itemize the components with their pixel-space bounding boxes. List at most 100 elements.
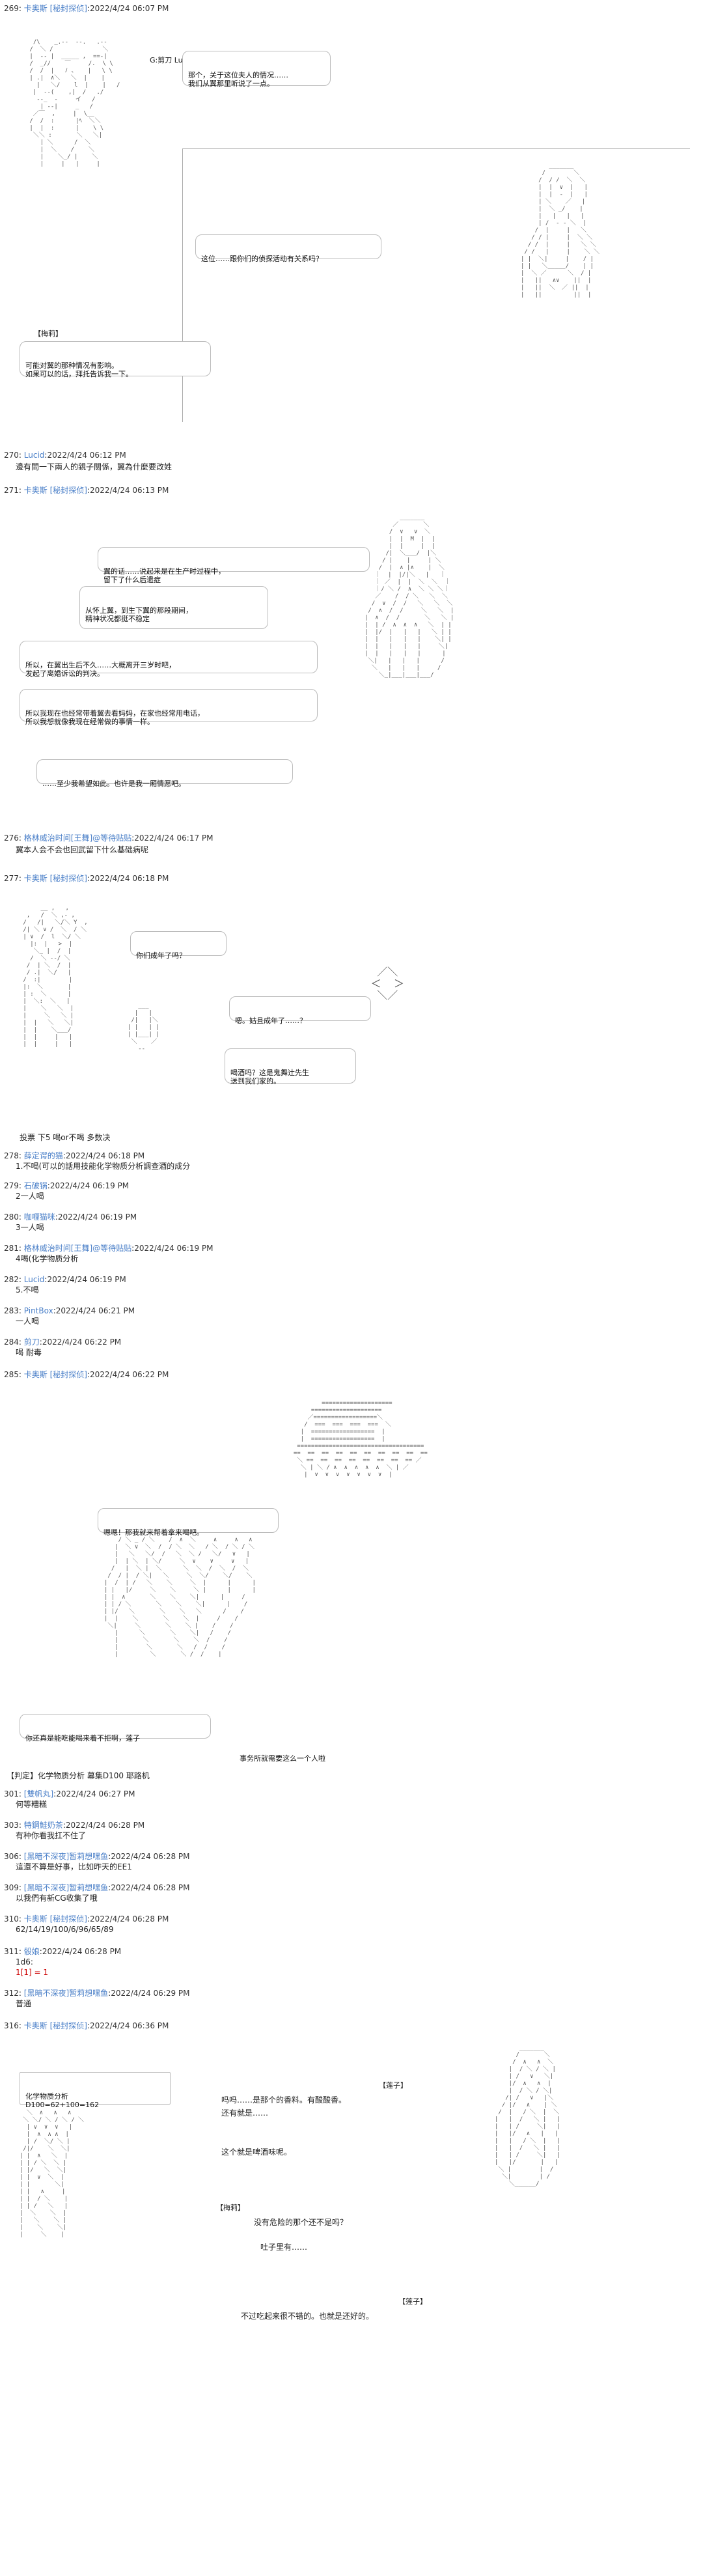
dice-result: 1[1] = 1 [16, 1968, 48, 1977]
aa-scene1-left: /\ _.-‐ ‐-. .-‐ / ＼ / ＼ | ‐‐ | _____ , =… [29, 39, 120, 167]
post-number: 281 [4, 1244, 19, 1253]
post-time: 2022/4/24 06:22 PM [42, 1337, 122, 1347]
post-number: 270 [4, 451, 19, 460]
post-body-276: 翼本人会不会也回武留下什么基础病呢 [16, 845, 149, 854]
post-number: 301 [4, 1789, 19, 1799]
post-trip[interactable]: [秘封探侦] [49, 486, 87, 495]
post-body-301: 何等糟糕 [16, 1800, 48, 1809]
speech-bubble: 你们成年了吗？ [130, 931, 227, 960]
bubble-text: 你们成年了吗？ [136, 951, 186, 960]
post-header-270: 270: Lucid:2022/4/24 06:12 PM [4, 451, 126, 460]
post-author[interactable]: 骰娘 [23, 1947, 40, 1956]
post-author[interactable]: 剪刀 [23, 1337, 40, 1347]
post-author[interactable]: 特鋼鮭奶茶 [23, 1821, 63, 1830]
speech-bubble: 从怀上翼，到生下翼的那段期间， 精神状况都挺不稳定 [79, 586, 268, 629]
speech-bubble: 那个，关于这位夫人的情况…… 我们从翼那里听说了一点。 [182, 51, 331, 88]
post-number: 303 [4, 1821, 19, 1830]
post-author[interactable]: 卡奥斯 [23, 4, 48, 13]
post-header-301: 301: [雙帆丸]:2022/4/24 06:27 PM [4, 1789, 135, 1799]
post-number: 306 [4, 1852, 19, 1861]
post-author[interactable]: 卡奥斯 [23, 1914, 48, 1924]
post-number: 310 [4, 1914, 19, 1924]
speaker-tag: 【莲子】 [397, 2297, 428, 2306]
dialogue-line: 吗吗……是那个的香料。有酸酸香。 [221, 2095, 347, 2105]
aa-scene4-body: / ＼ _ / ＼ / ∧ ＼ ∧ ∧ ∧ | ＼ ∨ ＼ / / ＼ ＼ / … [104, 1537, 256, 1658]
judge-line: 【判定】化学物质分析 幕集D100 耶路机 [7, 1771, 150, 1780]
post-author[interactable]: 薛定谔的猫 [23, 1151, 63, 1160]
speech-bubble: ……至少我希望如此。也许是我一厢情愿吧。 [36, 759, 293, 788]
speaker-tag: 【梅莉】 [33, 329, 64, 338]
post-time: 2022/4/24 06:13 PM [90, 486, 169, 495]
post-header-280: 280: 咖喱猫咪:2022/4/24 06:19 PM [4, 1212, 137, 1222]
post-author[interactable]: [黑暗不深夜]暂莉想嘿鱼 [23, 1852, 109, 1861]
post-header-310: 310: 卡奥斯 [秘封探侦]:2022/4/24 06:28 PM [4, 1914, 169, 1924]
speaker-tag: 【梅莉】 [215, 2204, 246, 2212]
analysis-panel: 化学物质分析 D100=62+100=162 [20, 2072, 171, 2109]
bubble-text: 事务所就需要这么一个人啦 [240, 1754, 325, 1763]
post-body-284: 喝 耐毒 [16, 1348, 42, 1357]
panel-divider [182, 148, 690, 149]
post-trip[interactable]: [秘封探侦] [49, 2021, 87, 2030]
post-author[interactable]: Lucid [23, 1275, 45, 1284]
post-author[interactable]: 格林威治时间[王舞]@等待贴贴 [23, 1244, 132, 1253]
post-header-277: 277: 卡奥斯 [秘封探侦]:2022/4/24 06:18 PM [4, 874, 169, 883]
post-trip[interactable]: [秘封探侦] [49, 874, 87, 883]
post-header-311: 311: 骰娘:2022/4/24 06:28 PM [4, 1947, 122, 1956]
speaker-tag: 【莲子】 [378, 2081, 409, 2090]
post-author[interactable]: [雙帆丸] [23, 1789, 54, 1799]
post-header-271: 271: 卡奥斯 [秘封探侦]:2022/4/24 06:13 PM [4, 486, 169, 495]
post-header-282: 282: Lucid:2022/4/24 06:19 PM [4, 1275, 126, 1284]
post-time: 2022/4/24 06:19 PM [49, 1181, 130, 1190]
post-author[interactable]: 石破锅 [23, 1181, 48, 1190]
post-author[interactable]: 卡奥斯 [23, 1370, 48, 1379]
post-header-276: 276: 格林威治时间[王舞]@等待贴贴:2022/4/24 06:17 PM [4, 833, 214, 843]
speech-bubble: 喝酒吗？这是鬼舞辻先生 送到我们家的。 [225, 1048, 356, 1085]
post-header-284: 284: 剪刀:2022/4/24 06:22 PM [4, 1337, 122, 1347]
speech-bubble: 嗯。姑且成年了……？ [229, 996, 371, 1025]
post-body-312: 普通 [16, 1999, 32, 2008]
post-author[interactable]: 卡奥斯 [23, 2021, 48, 2030]
post-author[interactable]: Lucid [23, 451, 45, 460]
aa-scene3-middle: ___ | | /| |＼ | | | | | |___| | ＼ ／ ‐‐ [128, 1003, 159, 1052]
post-body-282: 5.不喝 [16, 1285, 39, 1295]
post-author[interactable]: PintBox [23, 1306, 53, 1315]
post-body-283: 一人喝 [16, 1317, 40, 1326]
post-trip[interactable]: [秘封探侦] [49, 1914, 87, 1924]
post-trip[interactable]: [秘封探侦] [49, 1370, 87, 1379]
aa-scene4-top: ==================== ===================… [293, 1400, 428, 1478]
post-header-309: 309: [黑暗不深夜]暂莉想嘿鱼:2022/4/24 06:28 PM [4, 1883, 190, 1892]
post-number: 271 [4, 486, 19, 495]
bubble-text: 所以我现在也经常带着翼去看妈妈，在家也经常用电话， 所以我想就像我现在经常做的事… [25, 709, 204, 726]
bubble-text: ……至少我希望如此。也许是我一厢情愿吧。 [42, 779, 186, 788]
post-header-316: 316: 卡奥斯 [秘封探侦]:2022/4/24 06:36 PM [4, 2021, 169, 2030]
dialogue-line: 吐子里有…… [260, 2243, 308, 2252]
post-author[interactable]: 格林威治时间[王舞]@等待贴贴 [23, 833, 132, 843]
aa-scene1-right: _______ / ＼ / / / ＼ ＼ | | ∨ | | | | ‐ | … [521, 163, 600, 298]
post-author[interactable]: 卡奥斯 [23, 486, 48, 495]
post-number: 277 [4, 874, 19, 883]
post-number: 316 [4, 2021, 19, 2030]
post-header-285: 285: 卡奥斯 [秘封探侦]:2022/4/24 06:22 PM [4, 1370, 169, 1379]
dialogue-line: 这个就是啤酒味呢。 [221, 2148, 292, 2157]
post-time: 2022/4/24 06:28 PM [111, 1883, 190, 1892]
post-author[interactable]: [黑暗不深夜]暂莉想嘿鱼 [23, 1989, 109, 1998]
post-time: 2022/4/24 06:19 PM [57, 1212, 137, 1222]
post-author[interactable]: 咖喱猫咪 [23, 1212, 55, 1222]
post-body-306: 這還不算是好事，比如昨天的EE1 [16, 1862, 132, 1871]
post-number: 269 [4, 4, 19, 13]
post-time: 2022/4/24 06:21 PM [55, 1306, 135, 1315]
post-time: 2022/4/24 06:12 PM [47, 451, 126, 460]
post-author[interactable]: [黑暗不深夜]暂莉想嘿鱼 [23, 1883, 109, 1892]
speech-bubble: 所以我现在也经常带着翼去看妈妈，在家也经常用电话， 所以我想就像我现在经常做的事… [20, 689, 318, 726]
post-author[interactable]: 卡奥斯 [23, 874, 48, 883]
star-burst: ／＼ ＜ ＞ ＼／ [370, 966, 404, 1001]
post-header-306: 306: [黑暗不深夜]暂莉想嘿鱼:2022/4/24 06:28 PM [4, 1852, 190, 1861]
dialogue-line: 不过吃起来很不错的。也就是还好的。 [241, 2312, 374, 2321]
post-time: 2022/4/24 06:29 PM [111, 1989, 190, 1998]
bubble-text: 你还真是能吃能喝来着不拒啊，莲子 [25, 1734, 140, 1743]
speech-bubble: 所以，在翼出生后不久……大概离开三岁时吧， 发起了离婚诉讼的判决。 [20, 641, 318, 678]
post-body-270: 邊有問一下兩人的親子關係，翼為什麼要改姓 [16, 462, 172, 471]
post-time: 2022/4/24 06:28 PM [65, 1821, 145, 1830]
post-trip[interactable]: [秘封探侦] [49, 4, 87, 13]
bubble-text: 喝酒吗？这是鬼舞辻先生 送到我们家的。 [230, 1069, 309, 1085]
